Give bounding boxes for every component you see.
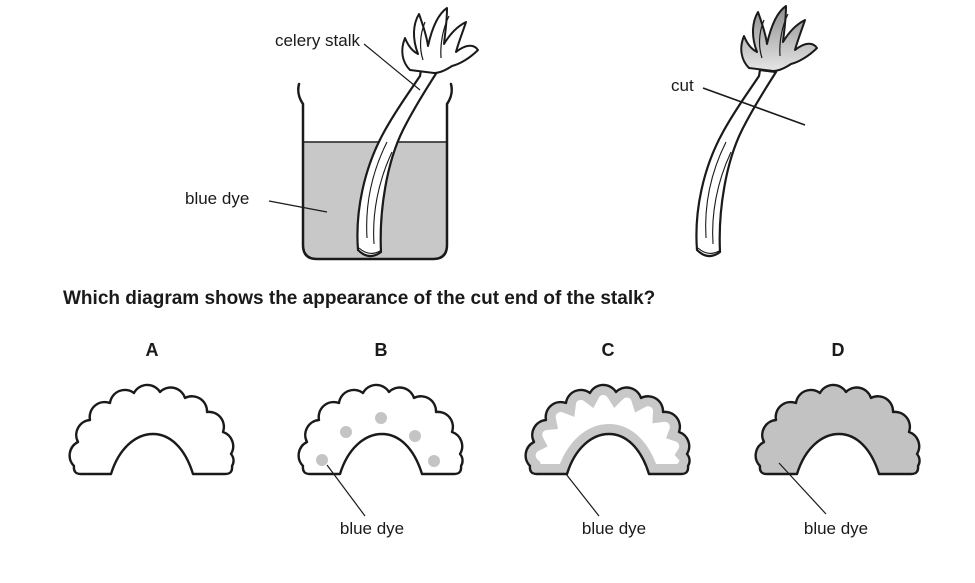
question-text: Which diagram shows the appearance of th… — [63, 288, 656, 309]
option-d-blue-dye-label: blue dye — [803, 519, 869, 538]
vascular-dot — [375, 412, 387, 424]
option-a-letter: A — [145, 340, 159, 360]
beaker-outline — [296, 82, 454, 261]
celery-leaves — [401, 7, 479, 74]
option-b-leader-line — [326, 464, 366, 517]
cut-stalk-drawing — [695, 68, 778, 258]
cut-stalk-leaves — [740, 5, 818, 72]
cut-label: cut — [671, 76, 694, 95]
blue-dye-leader-line — [268, 200, 328, 213]
cut-stalk-diagram — [695, 5, 818, 258]
cross-section-b — [297, 383, 464, 476]
celery-stalk-label: celery stalk — [274, 31, 360, 50]
cross-section-d — [754, 383, 921, 476]
option-c-letter: C — [601, 340, 615, 360]
option-b-letter: B — [374, 340, 388, 360]
beaker-diagram — [268, 7, 479, 261]
vascular-dot — [428, 455, 440, 467]
option-c-leader-line — [565, 473, 600, 517]
vascular-dot — [316, 454, 328, 466]
vascular-dot — [340, 426, 352, 438]
cross-section-a — [68, 383, 235, 476]
cut-line — [702, 87, 806, 126]
option-d-letter: D — [831, 340, 845, 360]
cross-section-c — [524, 383, 691, 476]
celery-stalk-leader-line — [363, 43, 421, 91]
option-b-blue-dye-label: blue dye — [339, 519, 405, 538]
option-c-blue-dye-label: blue dye — [581, 519, 647, 538]
blue-dye-label: blue dye — [185, 189, 250, 208]
vascular-dot — [409, 430, 421, 442]
option-d-leader-line — [778, 462, 827, 515]
